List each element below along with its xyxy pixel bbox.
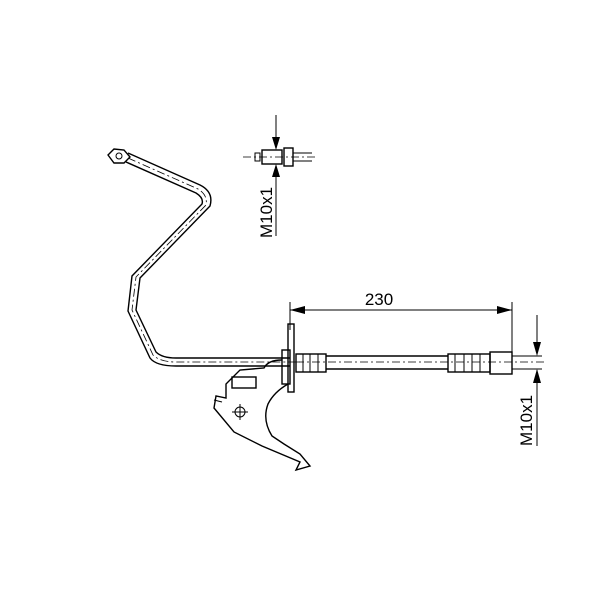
top-fitting-detail: M10x1 xyxy=(243,115,318,238)
arrow-left-icon xyxy=(290,306,305,314)
thread-label-top: M10x1 xyxy=(257,187,276,238)
arrow-up-icon xyxy=(533,369,541,383)
right-thread-dimension: M10x1 xyxy=(517,315,541,446)
length-label: 230 xyxy=(365,290,393,309)
flexible-hose xyxy=(295,351,545,375)
mounting-bracket xyxy=(213,323,312,472)
arrow-up-icon xyxy=(272,164,280,177)
brake-tube xyxy=(107,148,300,367)
arrow-down-icon xyxy=(272,137,280,150)
thread-label-right: M10x1 xyxy=(517,395,536,446)
arrow-right-icon xyxy=(497,306,512,314)
arrow-down-icon xyxy=(533,342,541,356)
length-dimension: 230 xyxy=(289,290,513,352)
